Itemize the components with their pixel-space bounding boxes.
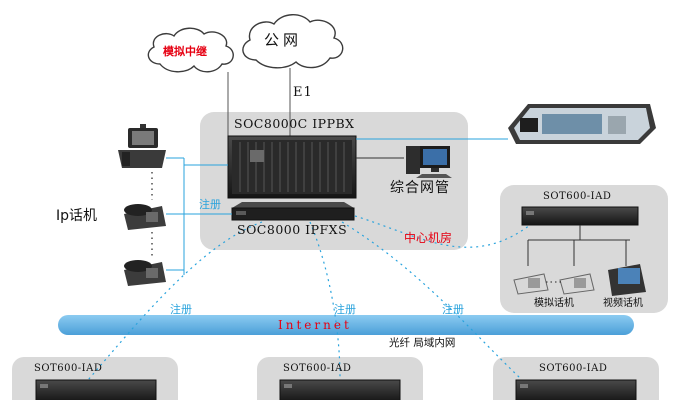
pstn-cloud bbox=[242, 14, 344, 69]
video-phone-icon bbox=[608, 264, 646, 296]
ippbx-device bbox=[227, 135, 357, 199]
pstn-label: 公网 bbox=[264, 31, 303, 49]
analog-relay-cloud bbox=[147, 27, 234, 73]
video-phone-label: 视频话机 bbox=[603, 298, 643, 309]
desk-phone-icon-1 bbox=[124, 204, 166, 230]
bottom-iad-label-1: SOT600-IAD bbox=[34, 363, 103, 374]
right-iad-label: SOT600-IAD bbox=[543, 191, 612, 202]
bottom-iad-device-1 bbox=[35, 379, 157, 400]
analog-phone-icon-1 bbox=[513, 273, 549, 295]
register-link-left bbox=[87, 221, 263, 381]
fiber-lan-label: 光纤 局域内网 bbox=[389, 337, 456, 349]
e1-label: E1 bbox=[293, 85, 313, 100]
register-link-fiber bbox=[341, 221, 521, 379]
bottom-iad-label-3: SOT600-IAD bbox=[539, 363, 608, 374]
register-link-right bbox=[354, 215, 531, 248]
ipfxs-device bbox=[231, 202, 355, 221]
ippbx-label: SOC8000C IPPBX bbox=[234, 116, 355, 131]
register-label-br: 注册 bbox=[442, 303, 464, 316]
ip-video-phone-icon bbox=[118, 124, 166, 168]
analog-relay-label: 模拟中继 bbox=[163, 45, 207, 58]
desk-phone-icon-2 bbox=[124, 260, 166, 286]
register-label-left: 注册 bbox=[199, 198, 221, 211]
register-label-bm: 注册 bbox=[334, 303, 356, 316]
ipfxs-label: SOC8000 IPFXS bbox=[237, 222, 348, 237]
dispatch-console bbox=[508, 104, 656, 144]
bottom-iad-device-2 bbox=[279, 379, 401, 400]
register-label-bl: 注册 bbox=[170, 303, 192, 316]
internet-bar bbox=[58, 315, 634, 335]
internet-label: Internet bbox=[278, 318, 352, 332]
right-site-panel bbox=[500, 185, 668, 313]
bottom-iad-label-2: SOT600-IAD bbox=[283, 363, 352, 374]
management-pc-icon bbox=[406, 146, 452, 178]
analog-phone-label: 模拟话机 bbox=[534, 298, 574, 309]
central-room-label: 中心机房 bbox=[404, 231, 453, 245]
bottom-iad-device-3 bbox=[515, 379, 637, 400]
mgmt-label: 综合网管 bbox=[390, 180, 450, 196]
register-link-middle bbox=[309, 221, 341, 379]
analog-phone-icon-2 bbox=[559, 273, 595, 295]
right-iad-device bbox=[521, 206, 639, 226]
ip-phone-label: Ip话机 bbox=[56, 208, 98, 224]
